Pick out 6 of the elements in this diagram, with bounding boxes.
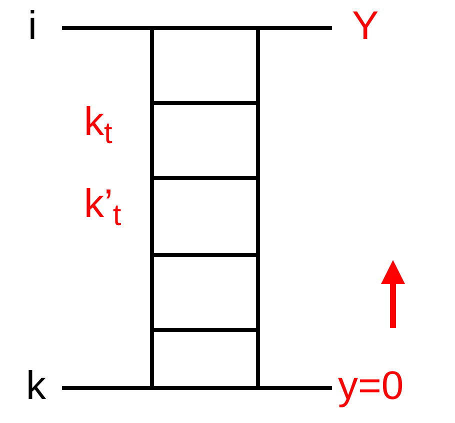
line-label: y=0: [338, 363, 404, 410]
line-label: k: [26, 363, 46, 410]
line-label: k$_{t}$: [84, 99, 112, 146]
line-label: i: [28, 3, 37, 50]
line-label: Y: [352, 3, 379, 50]
line-label: k’$_{t}$: [84, 181, 122, 228]
